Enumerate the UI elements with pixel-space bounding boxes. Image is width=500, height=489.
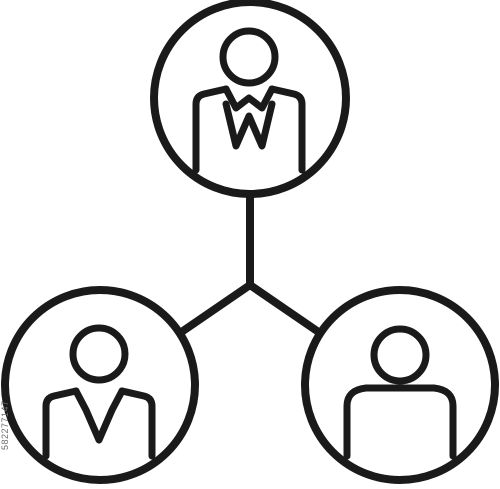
node-bottom-left-circle [1, 286, 199, 484]
connector-left [176, 281, 254, 337]
side-watermark-text: 582277147 [0, 400, 10, 450]
node-top-circle [150, 0, 350, 198]
node-bottom-right-circle [301, 286, 499, 484]
person-with-suit-icon [42, 324, 156, 460]
node-bottom-left [1, 286, 199, 484]
node-top [150, 0, 350, 198]
person-with-necktie-icon [192, 27, 306, 174]
node-bottom-right [301, 286, 499, 484]
person-icon [343, 325, 457, 460]
connector-right [246, 281, 324, 337]
connector-lines [176, 190, 324, 337]
